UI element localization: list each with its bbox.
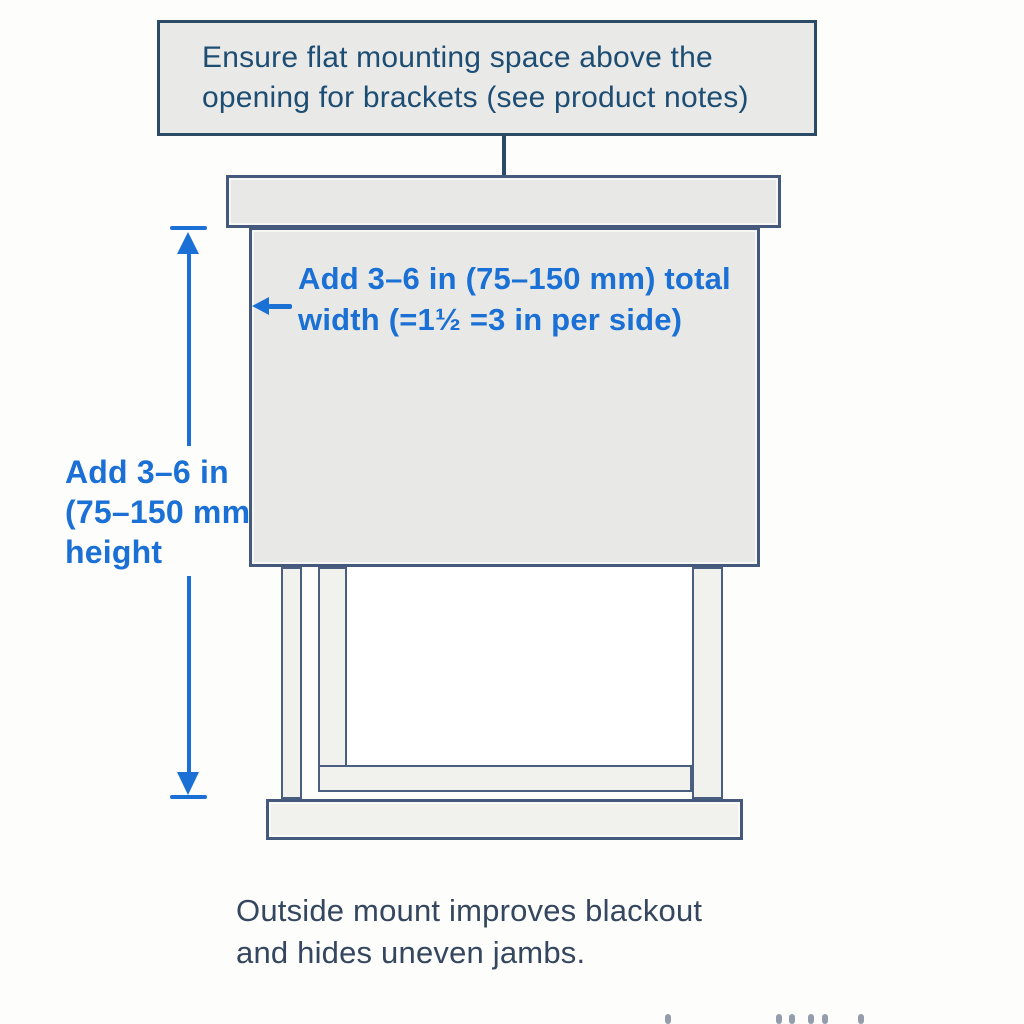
left-jamb	[281, 567, 302, 799]
window-sill	[266, 799, 743, 840]
cropped-letter-mark	[789, 1014, 795, 1024]
cropped-letter-mark	[776, 1014, 782, 1024]
height-annotation-line2: (75–150 mm	[65, 494, 251, 530]
callout-text-line2: opening for brackets (see product notes)	[202, 81, 749, 114]
dimension-tick-bottom	[170, 795, 207, 799]
shade-panel	[249, 227, 760, 567]
dimension-line-lower	[187, 576, 191, 772]
cropped-watermark	[0, 1013, 1024, 1024]
cropped-letter-mark	[665, 1014, 671, 1024]
height-annotation-line3: height	[65, 534, 163, 570]
width-annotation-line1: Add 3–6 in (75–150 mm) total	[298, 261, 731, 296]
down-arrow-icon	[177, 772, 199, 795]
dimension-line-upper	[187, 253, 191, 446]
dimension-tick-top	[170, 226, 207, 230]
cropped-letter-mark	[822, 1014, 828, 1024]
inner-frame-left	[318, 567, 347, 792]
mounting-board	[226, 175, 781, 228]
right-jamb	[692, 567, 723, 799]
caption-line1: Outside mount improves blackout	[236, 893, 703, 928]
cropped-letter-mark	[858, 1014, 864, 1024]
width-arrow-shaft	[268, 304, 292, 309]
width-annotation: Add 3–6 in (75–150 mm) total width (=1½ …	[298, 258, 731, 340]
inner-frame-corner	[321, 768, 345, 789]
caption-line2: and hides uneven jambs.	[236, 935, 586, 970]
window-opening	[347, 567, 692, 765]
up-arrow-icon	[177, 232, 199, 254]
callout-box: Ensure flat mounting space above the ope…	[157, 20, 817, 136]
callout-connector-line	[502, 136, 506, 177]
height-annotation-line1: Add 3–6 in	[65, 454, 229, 490]
width-annotation-line2: width (=1½ =3 in per side)	[298, 302, 683, 337]
caption-text: Outside mount improves blackout and hide…	[236, 890, 702, 974]
inner-frame-bottom	[318, 765, 692, 792]
left-arrow-icon	[252, 297, 269, 315]
height-annotation: Add 3–6 in (75–150 mm height	[65, 452, 250, 572]
cropped-letter-mark	[808, 1014, 814, 1024]
callout-text-line1: Ensure flat mounting space above the	[202, 41, 713, 74]
